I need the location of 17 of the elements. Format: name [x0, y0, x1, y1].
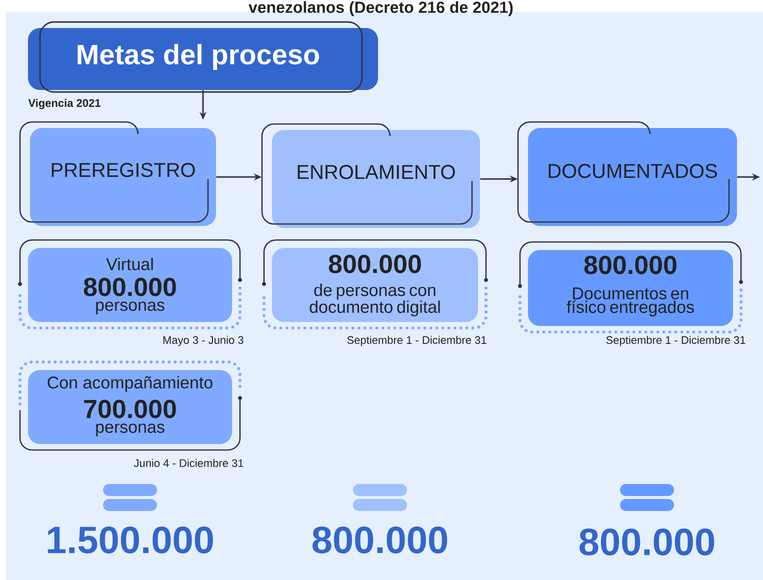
- goal-box: Virtual 800.000 personas: [28, 248, 232, 322]
- step-box: ENROLAMIENTO: [272, 130, 480, 228]
- date-range: Mayo 3 - Junio 3: [163, 336, 244, 346]
- goal-box: Con acompañamiento 700.000 personas: [28, 370, 232, 444]
- goal-box: 800.000 Documentos en físico entregados: [528, 250, 733, 326]
- total-number: 1.500.000: [48, 526, 213, 554]
- total-number: 800.000: [580, 528, 714, 556]
- header-box: Metas del proceso: [28, 28, 378, 90]
- date-range: Septiembre 1 - Diciembre 31: [606, 336, 746, 346]
- goal-box: 800.000 de personas con documento digital: [272, 248, 478, 322]
- step-box: PREREGISTRO: [30, 128, 216, 226]
- total-number: 800.000: [312, 526, 448, 554]
- date-range: Junio 4 - Diciembre 31: [134, 458, 244, 468]
- section-label: Vigencia 2021: [28, 98, 100, 110]
- step-box: DOCUMENTADOS: [528, 128, 737, 226]
- title: venezolanos (Decreto 216 de 2021): [248, 1, 513, 16]
- date-range: Septiembre 1 - Diciembre 31: [347, 336, 486, 346]
